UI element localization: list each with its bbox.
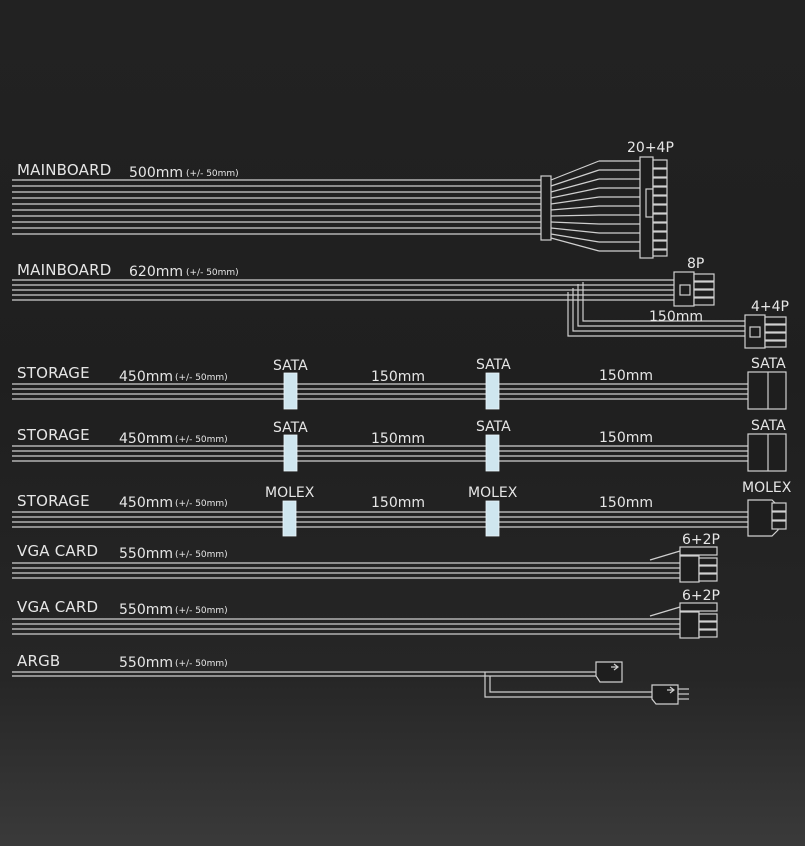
connector-label: SATA (751, 356, 786, 372)
segment-length: 150mm (599, 495, 653, 511)
atx-24pin-connector (639, 156, 668, 259)
argb-female-connector (595, 661, 623, 683)
segment-length: 150mm (371, 369, 425, 385)
connector-label: MOLEX (265, 485, 315, 501)
connector-label: 20+4P (627, 140, 674, 156)
cable-tolerance: (+/- 50mm) (186, 169, 239, 179)
cable-tolerance: (+/- 50mm) (175, 550, 228, 560)
cable-mainboard-8p: MAINBOARD 620mm (+/- 50mm) 8P 150mm (12, 256, 789, 349)
eps-4plus4-connector (744, 314, 787, 349)
cable-label: STORAGE (17, 426, 90, 444)
cable-bundle (12, 179, 541, 235)
sata-node (283, 434, 298, 472)
cable-tolerance: (+/- 50mm) (175, 373, 228, 383)
cable-bundle (12, 511, 748, 528)
eps-8pin-connector (673, 271, 715, 307)
cable-tolerance: (+/- 50mm) (175, 606, 228, 616)
sata-node (485, 434, 500, 472)
cable-storage-molex: STORAGE 450mm (+/- 50mm) MOLEX MOLEX 150… (12, 480, 792, 537)
cable-tolerance: (+/- 50mm) (186, 268, 239, 278)
segment-length: 150mm (371, 495, 425, 511)
cable-label: MAINBOARD (17, 261, 111, 279)
sata-end-connector (747, 433, 787, 472)
connector-label: MOLEX (468, 485, 518, 501)
cable-bundle (12, 279, 674, 301)
sata-node (485, 372, 500, 410)
cable-storage-sata-2: STORAGE 450mm (+/- 50mm) SATA SATA 150mm… (12, 418, 787, 472)
connector-label: SATA (273, 358, 308, 374)
molex-node (282, 500, 297, 537)
pcie-6plus2-connector (679, 546, 718, 583)
connector-label: SATA (476, 419, 511, 435)
branch-length: 150mm (649, 309, 703, 325)
cable-length: 620mm (129, 264, 183, 280)
branch-connector-label: 4+4P (751, 299, 789, 315)
cable-sleeve-clamp (540, 175, 552, 241)
cable-storage-sata-1: STORAGE 450mm (+/- 50mm) SATA SATA 150mm… (12, 356, 787, 410)
cable-label: ARGB (17, 652, 60, 670)
cable-argb: ARGB 550mm (+/- 50mm) (12, 652, 689, 705)
cable-tolerance: (+/- 50mm) (175, 499, 228, 509)
cable-length: 450mm (119, 369, 173, 385)
connector-label: MOLEX (742, 480, 792, 496)
cable-label: VGA CARD (17, 598, 98, 616)
cable-label: STORAGE (17, 492, 90, 510)
cable-label: MAINBOARD (17, 161, 111, 179)
connector-label: SATA (273, 420, 308, 436)
cable-length: 550mm (119, 602, 173, 618)
cable-bundle (12, 671, 596, 677)
sata-end-connector (747, 371, 787, 410)
connector-label: SATA (751, 418, 786, 434)
cable-tolerance: (+/- 50mm) (175, 659, 228, 669)
cable-length: 550mm (119, 655, 173, 671)
segment-length: 150mm (599, 368, 653, 384)
cable-vga-1: VGA CARD 550mm (+/- 50mm) 6+2P (12, 532, 720, 583)
connector-label: 6+2P (682, 532, 720, 548)
cable-label: VGA CARD (17, 542, 98, 560)
cable-length: 450mm (119, 431, 173, 447)
cable-vga-2: VGA CARD 550mm (+/- 50mm) 6+2P (12, 588, 720, 639)
segment-length: 150mm (371, 431, 425, 447)
cable-mainboard-24p: MAINBOARD 500mm (+/- 50mm) (12, 140, 674, 259)
connector-label: SATA (476, 357, 511, 373)
molex-node (485, 500, 500, 537)
cable-length: 500mm (129, 165, 183, 181)
argb-male-connector (651, 684, 689, 705)
cable-label: STORAGE (17, 364, 90, 382)
connector-label: 8P (687, 256, 704, 272)
connector-label: 6+2P (682, 588, 720, 604)
sata-node (283, 372, 298, 410)
cable-length: 450mm (119, 495, 173, 511)
branch-wires (567, 282, 745, 337)
cable-tolerance: (+/- 50mm) (175, 435, 228, 445)
segment-length: 150mm (599, 430, 653, 446)
pcie-6plus2-connector (679, 602, 718, 639)
cable-bundle (12, 383, 748, 400)
cable-bundle (12, 562, 680, 579)
cable-bundle (12, 618, 680, 635)
cable-length: 550mm (119, 546, 173, 562)
fan-out-wires (550, 160, 640, 252)
cable-bundle (12, 445, 748, 462)
molex-end-connector (747, 499, 787, 537)
